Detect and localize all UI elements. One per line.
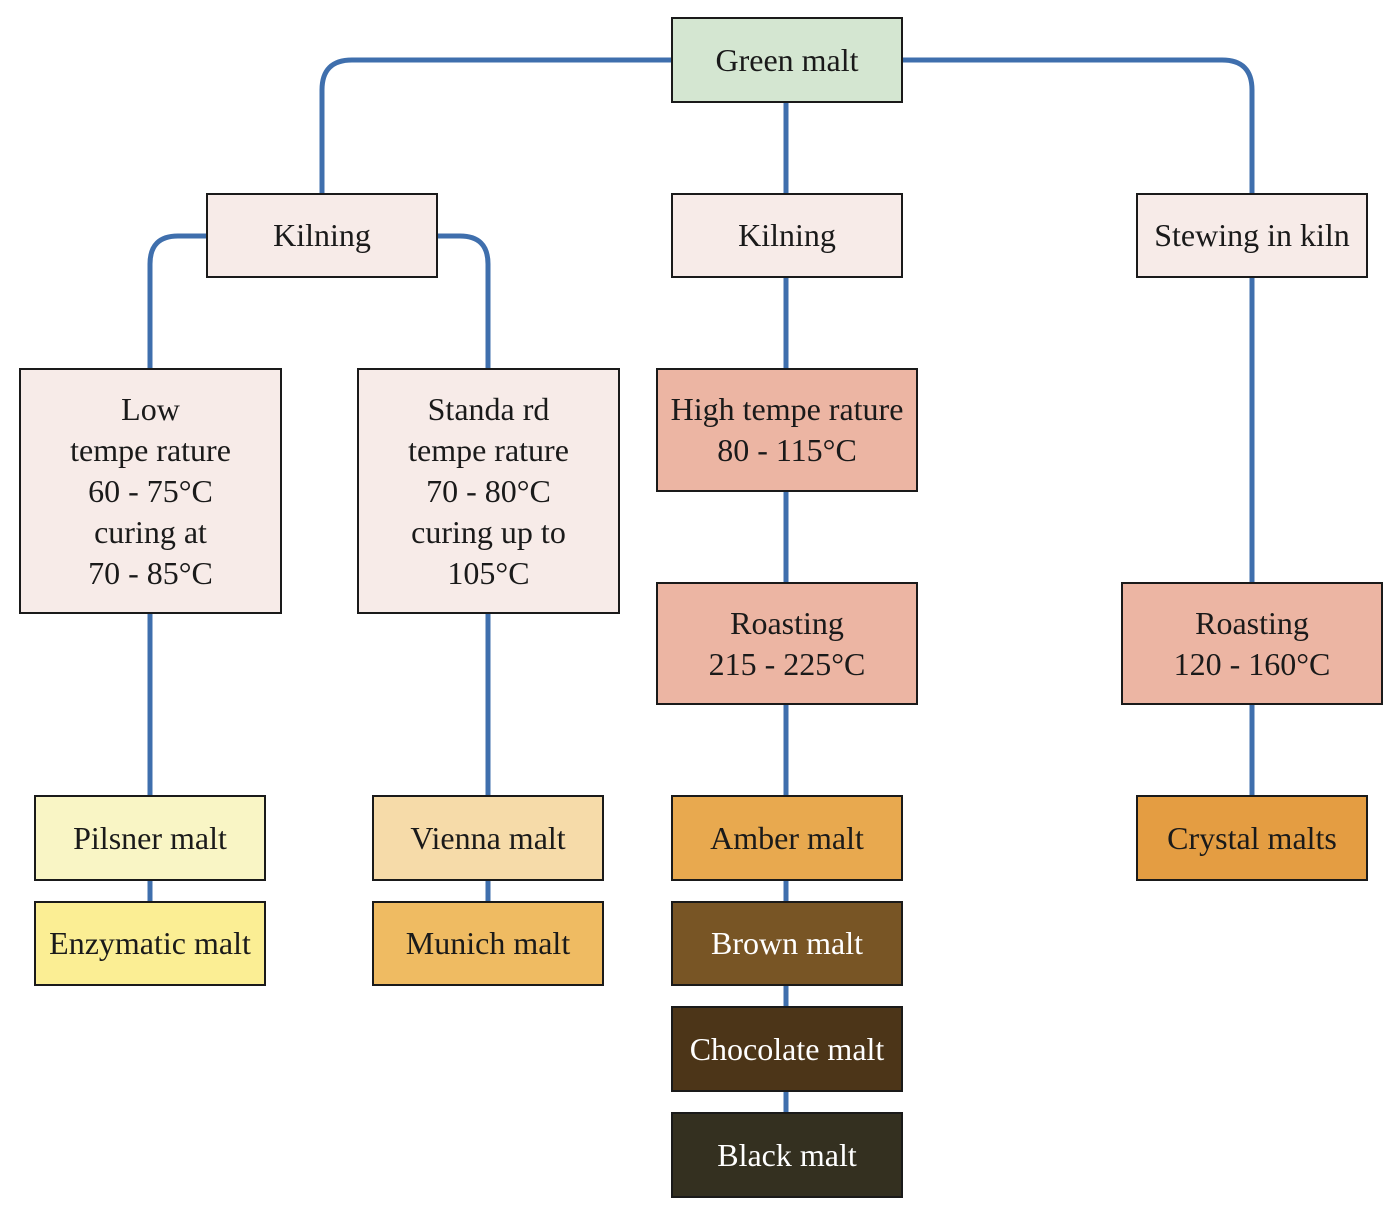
roasting-mid-line-1: Roasting [730,604,844,641]
roasting-right-line-2: 120 - 160°C [1173,645,1331,682]
vienna-malt-label: Vienna malt [410,819,566,856]
black-malt-node: Black malt [671,1112,903,1198]
amber-malt-node: Amber malt [671,795,903,881]
munich-malt-node: Munich malt [372,901,604,986]
low-temp-line-4: curing at [94,513,207,550]
amber-malt-label: Amber malt [710,819,864,856]
std-temp-line-2: tempe rature [408,431,569,468]
green-malt-label: Green malt [715,41,859,78]
low-temperature-node: Low tempe rature 60 - 75°C curing at 70 … [19,368,282,614]
chocolate-malt-node: Chocolate malt [671,1006,903,1092]
roasting-mid-node: Roasting 215 - 225°C [656,582,918,705]
crystal-malts-label: Crystal malts [1167,819,1337,856]
high-temp-line-1: High tempe rature [670,391,904,427]
pilsner-malt-node: Pilsner malt [34,795,266,881]
connector-root-left [319,57,672,194]
roasting-right-node: Roasting 120 - 160°C [1121,582,1383,705]
roasting-right-line-1: Roasting [1195,604,1309,641]
standard-temperature-node: Standa rd tempe rature 70 - 80°C curing … [357,368,620,614]
std-temp-line-4: curing up to [411,513,566,550]
kilning-mid-node: Kilning [671,193,903,278]
high-temp-line-2: 80 - 115°C [717,432,857,468]
low-temp-line-5: 70 - 85°C [88,554,213,591]
connector-root-right [902,57,1255,194]
green-malt-node: Green malt [671,17,903,103]
chocolate-malt-label: Chocolate malt [689,1030,885,1067]
crystal-malts-node: Crystal malts [1136,795,1368,881]
connector-kiln-std [437,233,491,369]
low-temp-line-3: 60 - 75°C [88,472,213,509]
enzymatic-malt-label: Enzymatic malt [49,925,251,961]
stewing-node: Stewing in kiln [1136,193,1368,278]
high-temperature-node: High tempe rature 80 - 115°C [656,368,918,492]
stewing-label: Stewing in kiln [1154,217,1350,253]
kilning-mid-label: Kilning [738,217,836,253]
low-temp-line-2: tempe rature [70,431,231,468]
enzymatic-malt-node: Enzymatic malt [34,901,266,986]
brown-malt-label: Brown malt [711,925,863,961]
connector-kiln-low [147,233,206,369]
std-temp-line-3: 70 - 80°C [426,472,551,509]
std-temp-line-5: 105°C [447,554,530,591]
low-temp-line-1: Low [121,390,180,427]
vienna-malt-node: Vienna malt [372,795,604,881]
roasting-mid-line-2: 215 - 225°C [708,645,866,682]
kilning-left-label: Kilning [273,217,371,253]
brown-malt-node: Brown malt [671,901,903,986]
munich-malt-label: Munich malt [405,925,571,961]
black-malt-label: Black malt [717,1136,857,1173]
kilning-left-node: Kilning [206,193,438,278]
pilsner-malt-label: Pilsner malt [73,819,227,856]
std-temp-line-1: Standa rd [427,390,550,427]
